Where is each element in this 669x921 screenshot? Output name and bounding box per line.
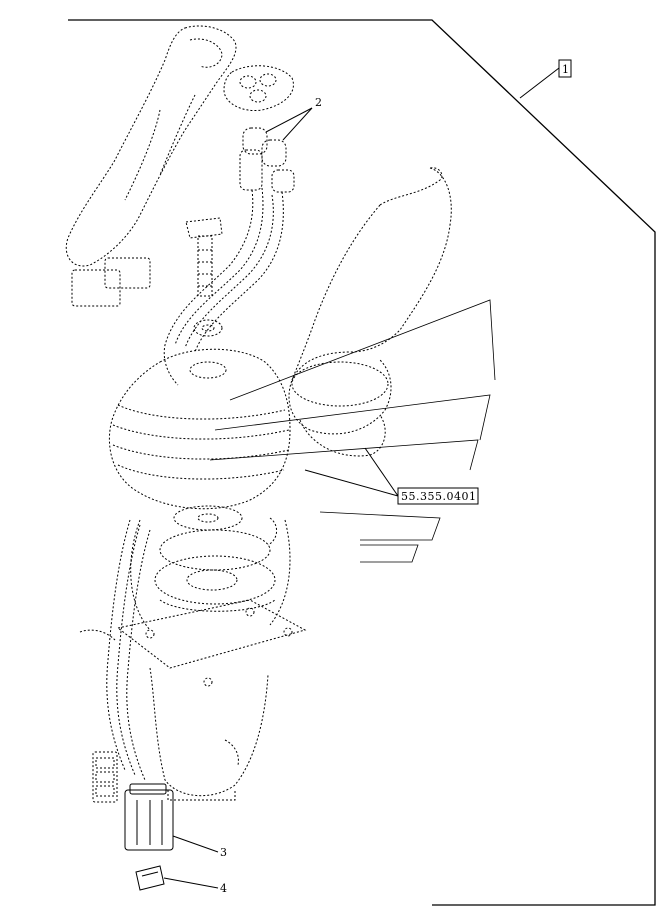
assembly-frame bbox=[68, 19, 656, 906]
housing-part bbox=[149, 667, 269, 801]
ghosted-section-outlines bbox=[209, 299, 496, 563]
lower-wiring bbox=[79, 517, 277, 781]
callout-item-3-label: 3 bbox=[220, 846, 227, 859]
callout-item-4: 4 bbox=[163, 877, 227, 895]
bolt-part bbox=[185, 217, 223, 337]
gimbal-mechanism-part bbox=[130, 505, 291, 631]
reference-callout: 55.355.0401 bbox=[304, 447, 479, 505]
side-connector-part bbox=[92, 751, 118, 803]
reference-code-label: 55.355.0401 bbox=[401, 490, 476, 503]
callout-item-1-label: 1 bbox=[562, 63, 569, 76]
callout-item-4-label: 4 bbox=[220, 882, 227, 895]
callout-item-3: 3 bbox=[172, 835, 227, 859]
base-plate-part bbox=[116, 599, 307, 687]
terminal-lock-part bbox=[135, 865, 165, 891]
harness-connector-part bbox=[124, 783, 174, 851]
callout-item-1: 1 bbox=[519, 59, 572, 99]
button-wiring bbox=[163, 187, 284, 386]
rubber-boot-part bbox=[108, 348, 291, 510]
callout-item-2: 2 bbox=[265, 96, 322, 141]
joystick-grip-part bbox=[288, 167, 452, 457]
handle-cover-part bbox=[65, 25, 237, 307]
button-plate-part bbox=[223, 65, 294, 112]
callout-item-2-label: 2 bbox=[315, 96, 322, 109]
push-buttons-part bbox=[239, 127, 295, 193]
